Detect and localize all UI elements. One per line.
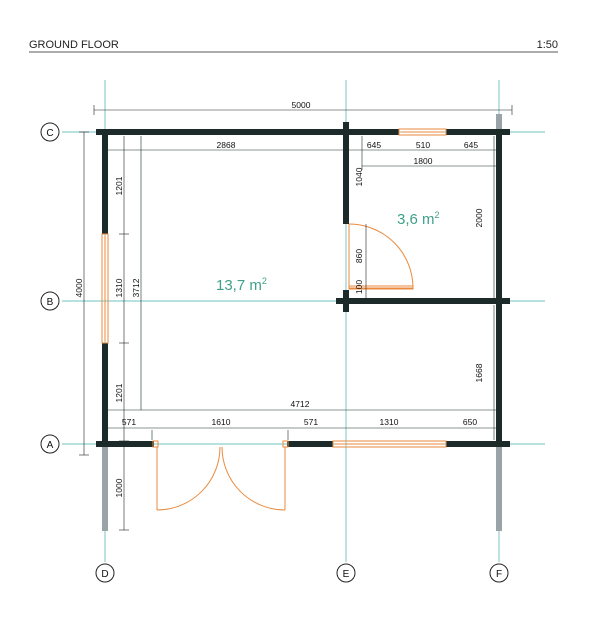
- dim-right-1668: 1668: [474, 363, 484, 382]
- inner-door-panel: [348, 285, 414, 290]
- window-left: [101, 233, 109, 344]
- wall-bottom-right: [446, 441, 510, 447]
- dim-small-inner-width: 1800: [414, 156, 433, 166]
- dim-inner-depth: 3712: [131, 278, 141, 297]
- area-small-value: 3,6 m: [397, 211, 435, 228]
- dim-571-left: 571: [122, 417, 136, 427]
- dim-partition-1040: 1040: [354, 167, 364, 186]
- axis-bubble-a: [40, 434, 60, 454]
- dim-645-left: 645: [367, 140, 381, 150]
- wall-top-left: [96, 129, 399, 135]
- wall-right: [496, 129, 502, 447]
- terrace-post-right: [496, 447, 502, 531]
- area-small-sup: 2: [435, 210, 440, 220]
- dim-left-1310: 1310: [114, 278, 124, 297]
- axis-label-e: E: [343, 569, 350, 580]
- plan-scale: 1:50: [537, 39, 558, 51]
- area-large-room: 13,7 m2: [216, 276, 267, 294]
- dim-door-width: 1610: [212, 417, 231, 427]
- dim-door-860: 860: [354, 249, 364, 263]
- dim-inner-length: 4712: [291, 399, 310, 409]
- inner-door-swing: [348, 223, 414, 289]
- axis-label-d: D: [101, 569, 108, 580]
- window-top: [398, 128, 447, 136]
- dim-left-1201-top: 1201: [114, 176, 124, 195]
- dim-partition-100: 100: [354, 280, 364, 294]
- axis-bubble-e: [336, 563, 356, 583]
- axis-bubble-b: [40, 291, 60, 311]
- axis-label-a: A: [47, 440, 54, 451]
- wall-bottom-left: [96, 441, 154, 447]
- wall-left-upper: [102, 129, 108, 234]
- wall-left-lower: [102, 343, 108, 447]
- dim-overall-depth: 4000: [74, 278, 84, 297]
- area-small-room: 3,6 m2: [397, 210, 440, 228]
- axis-bubble-c: [40, 122, 60, 142]
- partition-upper: [343, 122, 349, 224]
- partition-horizontal: [336, 298, 510, 304]
- dim-terrace-depth: 1000: [114, 478, 124, 497]
- plan-title: GROUND FLOOR: [29, 39, 119, 51]
- terrace-post-left: [102, 447, 108, 531]
- dim-overall-width: 5000: [292, 100, 311, 110]
- openings: [101, 128, 447, 511]
- dim-645-right: 645: [464, 140, 478, 150]
- axis-label-c: C: [46, 128, 53, 139]
- door-jamb-right: [282, 440, 289, 448]
- wall-top-right: [446, 129, 510, 135]
- axis-bubble-f: [489, 563, 509, 583]
- axis-label-f: F: [496, 569, 502, 580]
- area-large-sup: 2: [262, 276, 267, 286]
- dim-571-right: 571: [304, 417, 318, 427]
- wall-bottom-mid: [287, 441, 333, 447]
- dim-room-width: 2868: [217, 140, 236, 150]
- post-top-right: [496, 114, 502, 130]
- window-bottom: [332, 440, 447, 448]
- dim-left-1201-bottom: 1201: [114, 383, 124, 402]
- axis-lines: [62, 80, 545, 562]
- axis-bubble-d: [95, 563, 115, 583]
- walls: [96, 122, 510, 447]
- dimension-lines: [79, 105, 513, 531]
- axis-label-b: B: [47, 297, 54, 308]
- dim-window-top-width: 510: [416, 140, 430, 150]
- dim-window-bottom-width: 1310: [380, 417, 399, 427]
- door-jamb-left: [152, 440, 159, 448]
- interior-lines: [108, 136, 496, 440]
- axis-bubbles: [40, 122, 509, 583]
- entrance-door-swing-right: [221, 446, 286, 511]
- dim-small-depth: 2000: [474, 208, 484, 227]
- area-large-value: 13,7 m: [216, 277, 262, 294]
- entrance-door-swing-left: [156, 446, 221, 511]
- dim-650: 650: [463, 417, 477, 427]
